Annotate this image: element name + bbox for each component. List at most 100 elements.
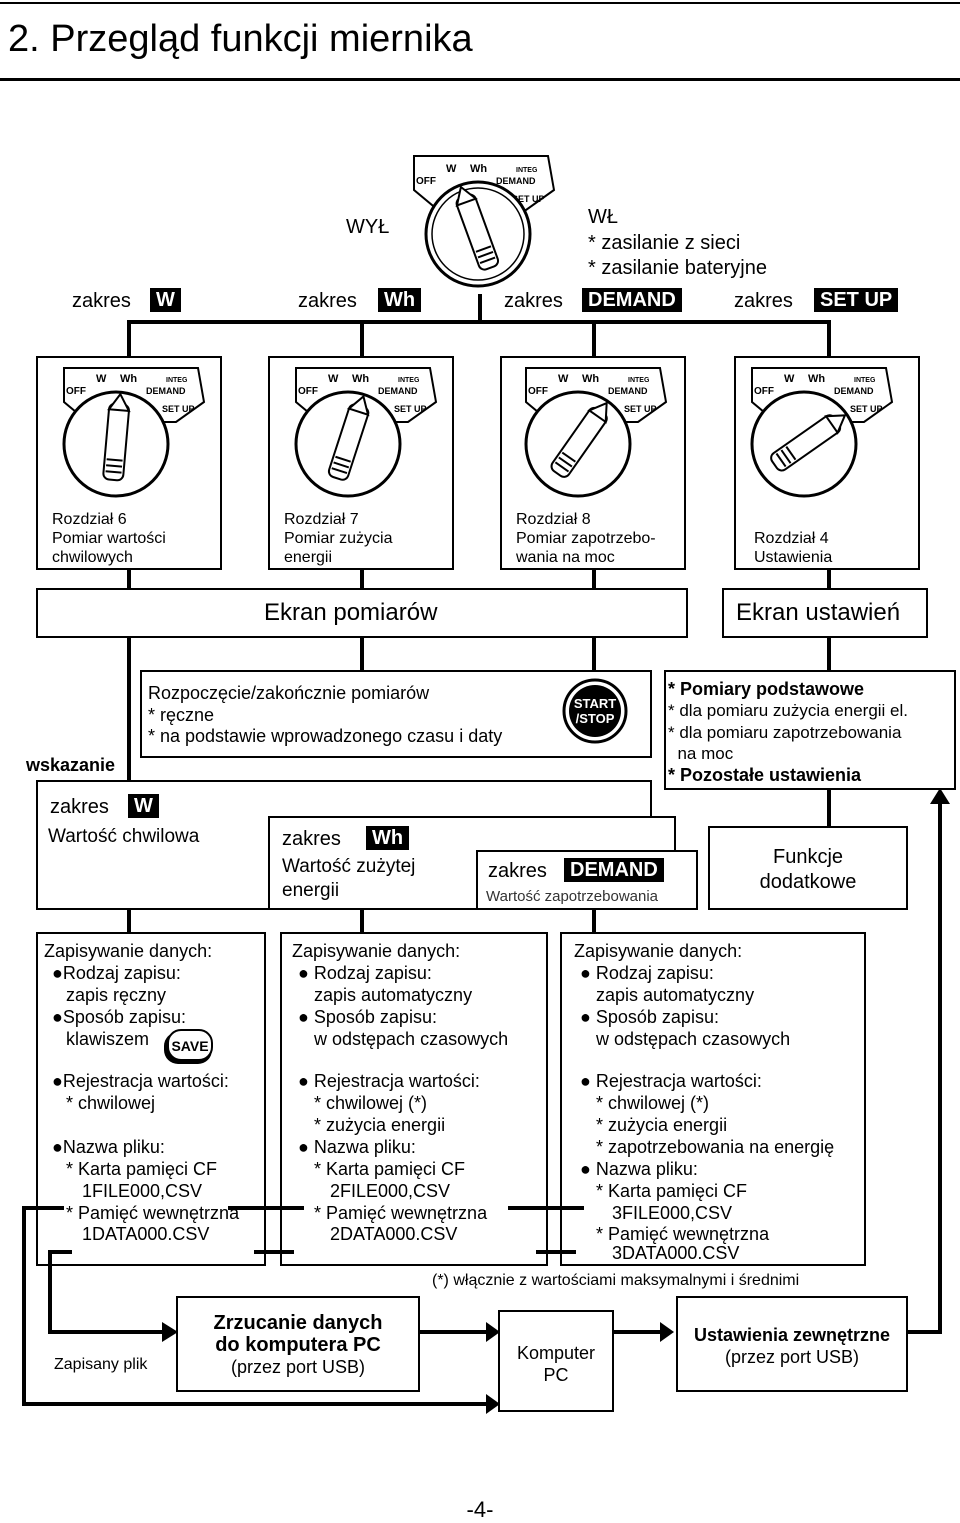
readout-demand-prefix: zakres — [488, 860, 547, 882]
connector — [228, 1206, 268, 1210]
start-stop-line3: * na podstawie wprowadzonego czasu i dat… — [148, 726, 503, 746]
connector — [827, 638, 831, 672]
chapter-8-line1: Rozdział 8 — [516, 511, 591, 528]
connector — [360, 570, 364, 590]
data-box-3-line: Zapisywanie danych: — [574, 941, 743, 961]
start-stop-line1: Rozpoczęcie/zakończnie pomiarów — [148, 683, 430, 703]
connector — [478, 294, 482, 322]
external-settings-box: Ustawienia zewnętrzne (przez port USB) — [676, 1296, 908, 1392]
connector — [127, 320, 831, 324]
connector — [22, 1206, 26, 1406]
svg-text:Wh: Wh — [808, 373, 825, 385]
settings-details-box: * Pomiary podstawowe * dla pomiaru zużyc… — [664, 670, 956, 790]
extra-functions-line2: dodatkowe — [759, 871, 857, 893]
connector — [127, 320, 131, 358]
range-wh-tag: Wh — [378, 288, 422, 312]
pc-line2: PC — [543, 1365, 569, 1385]
chapter-7-line2: Pomiar zużycia — [284, 530, 393, 547]
data-box-1-line: 1DATA000.CSV — [82, 1224, 210, 1244]
readout-wh-text1: Wartość zużytej — [282, 856, 416, 877]
data-box-2-line: Zapisywanie danych: — [292, 941, 461, 961]
svg-text:Wh: Wh — [582, 373, 599, 385]
svg-text:Wh: Wh — [352, 373, 369, 385]
readout-wh-tag: Wh — [366, 826, 410, 850]
svg-text:INTEG: INTEG — [166, 377, 188, 384]
data-box-1-line: klawiszem — [66, 1029, 150, 1049]
data-box-2-line: * Karta pamięci CF — [314, 1159, 466, 1179]
svg-text:SET UP: SET UP — [624, 404, 657, 414]
start-stop-button-icon: START /STOP — [562, 678, 628, 744]
data-box-3: Zapisywanie danych: ● Rodzaj zapisu: zap… — [560, 932, 866, 1266]
connector — [48, 1330, 168, 1334]
title-underline — [0, 78, 960, 81]
transfer-box: Zrzucanie danych do komputera PC (przez … — [176, 1296, 420, 1392]
range-setup-tag: SET UP — [814, 288, 899, 312]
indication-label: wskazanie — [26, 755, 116, 775]
connector — [127, 638, 131, 782]
connector — [360, 638, 364, 672]
readout-w-prefix: zakres — [50, 796, 109, 818]
data-box-3-line: * zużycia energii — [596, 1115, 728, 1135]
transfer-line2: do komputera PC — [215, 1334, 381, 1356]
chapter-6-line3: chwilowych — [52, 549, 133, 566]
readout-demand-box: zakres DEMAND Wartość zapotrzebowania — [476, 850, 698, 910]
external-line1: Ustawienia zewnętrzne — [693, 1325, 891, 1345]
settings-screen-box: Ekran ustawień — [722, 588, 928, 638]
page-number: -4- — [466, 1497, 494, 1522]
svg-text:DEMAND: DEMAND — [608, 386, 648, 396]
data-box-3-line: * Karta pamięci CF — [596, 1181, 748, 1201]
settings-screen-title: Ekran ustawień — [736, 599, 901, 626]
svg-text:INTEG: INTEG — [854, 377, 876, 384]
arrow-up-icon — [930, 788, 950, 804]
chapter-7-line1: Rozdział 7 — [284, 511, 359, 528]
connector — [22, 1206, 64, 1210]
connector — [827, 790, 831, 826]
dial-setup-label: SET UP — [512, 194, 545, 204]
arrow-right-icon — [486, 1394, 500, 1414]
connector — [938, 800, 942, 1334]
chapter-6-line2: Pomiar wartości — [52, 530, 166, 547]
data-box-2-line: 2FILE000,CSV — [330, 1181, 451, 1201]
dial-off-label: OFF — [416, 176, 436, 187]
arrow-right-icon — [162, 1322, 178, 1342]
data-box-1: Zapisywanie danych: ●Rodzaj zapisu: zapi… — [36, 932, 266, 1266]
data-box-2-line: ● Sposób zapisu: — [298, 1007, 437, 1027]
data-box-3-line: w odstępach czasowych — [596, 1029, 791, 1049]
arrow-right-icon — [660, 1322, 674, 1342]
settings-line4: na moc — [668, 744, 734, 763]
data-box-3-line: ● Sposób zapisu: — [580, 1007, 719, 1027]
connector — [127, 910, 131, 934]
range-demand-tag: DEMAND — [582, 288, 682, 312]
external-line2: (przez port USB) — [724, 1347, 860, 1367]
data-box-3-line: ● Rodzaj zapisu: — [580, 963, 714, 983]
data-box-1-line: ●Rejestracja wartości: — [52, 1071, 229, 1091]
connector — [908, 1330, 942, 1334]
dial-demand-label: DEMAND — [496, 176, 536, 186]
svg-text:SET UP: SET UP — [162, 404, 195, 414]
connector — [827, 570, 831, 590]
page-title: 2. Przegląd funkcji miernika — [8, 18, 473, 60]
range-setup-prefix: zakres — [734, 290, 793, 312]
data-box-2-line: w odstępach czasowych — [314, 1029, 509, 1049]
data-box-1-line: * Karta pamięci CF — [66, 1159, 218, 1179]
data-box-2-line: * Pamięć wewnętrzna — [314, 1203, 488, 1223]
data-box-2-line: ● Rejestracja wartości: — [298, 1071, 480, 1091]
data-box-1-line: ●Sposób zapisu: — [52, 1007, 186, 1027]
readout-w-text: Wartość chwilowa — [48, 826, 200, 847]
dial-setup-position-icon: OFF W Wh INTEG DEMAND SET UP — [750, 367, 894, 498]
dial-wh-position-icon: OFF W Wh INTEG DEMAND SET UP — [294, 367, 438, 498]
svg-text:SET UP: SET UP — [850, 404, 883, 414]
save-label: SAVE — [171, 1038, 208, 1054]
connector — [264, 1206, 304, 1210]
data-box-1-line: 1FILE000,CSV — [82, 1181, 203, 1201]
svg-text:W: W — [784, 373, 795, 385]
svg-text:DEMAND: DEMAND — [834, 386, 874, 396]
connector — [614, 1330, 664, 1334]
svg-text:OFF: OFF — [66, 386, 86, 397]
svg-text:OFF: OFF — [528, 386, 548, 397]
svg-text:SET UP: SET UP — [394, 404, 427, 414]
chapter-6-line1: Rozdział 6 — [52, 511, 127, 528]
data-box-2-line: ● Nazwa pliku: — [298, 1137, 416, 1157]
transfer-line1: Zrzucanie danych — [213, 1312, 383, 1334]
svg-text:Wh: Wh — [120, 373, 137, 385]
